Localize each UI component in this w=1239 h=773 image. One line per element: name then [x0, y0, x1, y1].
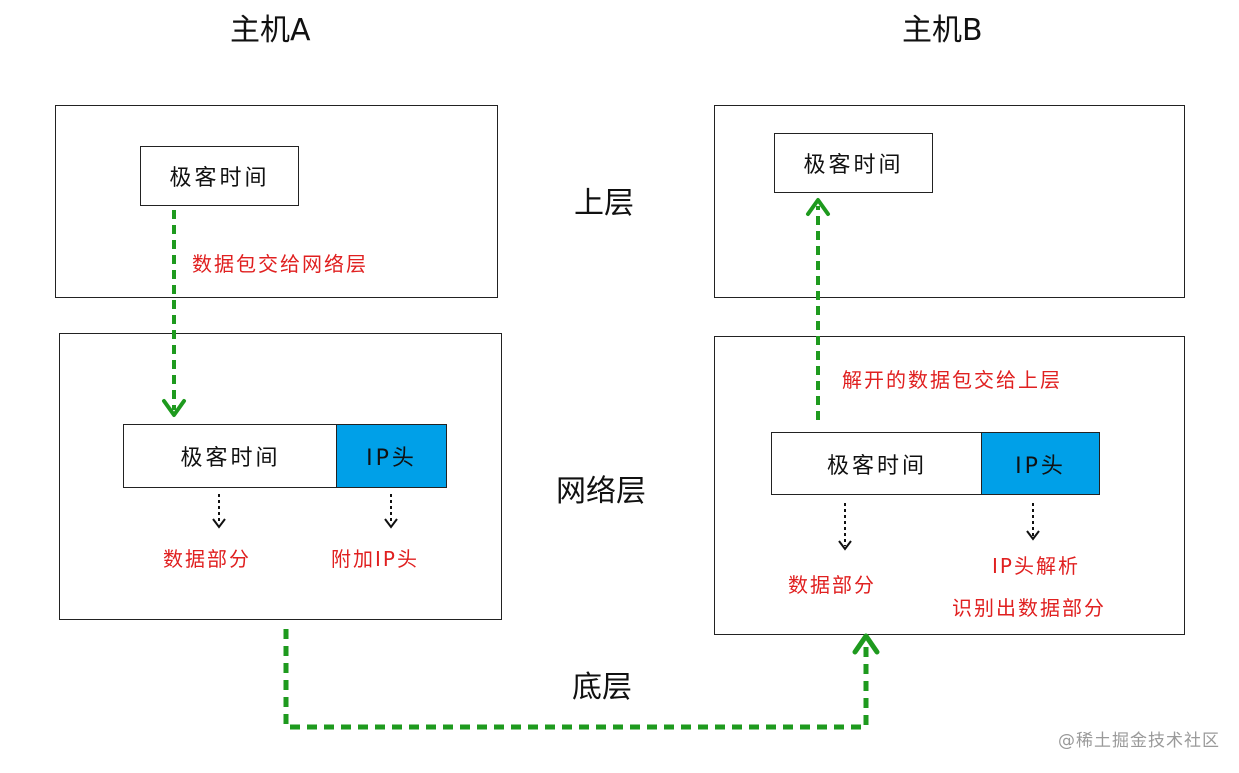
host-b-data-note: 数据部分 — [788, 573, 876, 597]
host-a-upper-note: 数据包交给网络层 — [192, 252, 368, 276]
host-b-packet-data: 极客时间 — [771, 432, 983, 495]
host-a-data-note: 数据部分 — [163, 547, 251, 571]
host-a-title: 主机A — [230, 13, 311, 48]
host-b-header-arrow-head — [1026, 530, 1040, 541]
host-a-app-box: 极客时间 — [140, 146, 299, 206]
host-b-up-arrow-head — [806, 198, 830, 216]
host-a-down-arrow-head — [162, 399, 186, 417]
bottom-layer-arrow-head — [852, 633, 880, 655]
host-a-packet-ip-header: IP头 — [336, 424, 447, 488]
watermark: @稀土掘金技术社区 — [1058, 731, 1220, 751]
host-a-header-arrow-head — [384, 518, 398, 529]
bottom-layer-path — [283, 629, 869, 730]
host-a-data-arrow-head — [212, 518, 226, 529]
host-b-header-note-1: IP头解析 — [992, 554, 1080, 578]
host-b-data-arrow-head — [838, 540, 852, 551]
layer-label-network: 网络层 — [556, 474, 646, 509]
host-b-packet-ip-header: IP头 — [981, 432, 1100, 495]
host-b-header-note-2: 识别出数据部分 — [952, 596, 1106, 620]
host-b-upper-note: 解开的数据包交给上层 — [842, 368, 1062, 392]
layer-label-upper: 上层 — [574, 186, 634, 221]
layer-label-bottom: 底层 — [572, 670, 632, 705]
host-b-app-box: 极客时间 — [774, 133, 933, 193]
host-a-header-note: 附加IP头 — [331, 547, 419, 571]
host-b-title: 主机B — [902, 13, 983, 48]
